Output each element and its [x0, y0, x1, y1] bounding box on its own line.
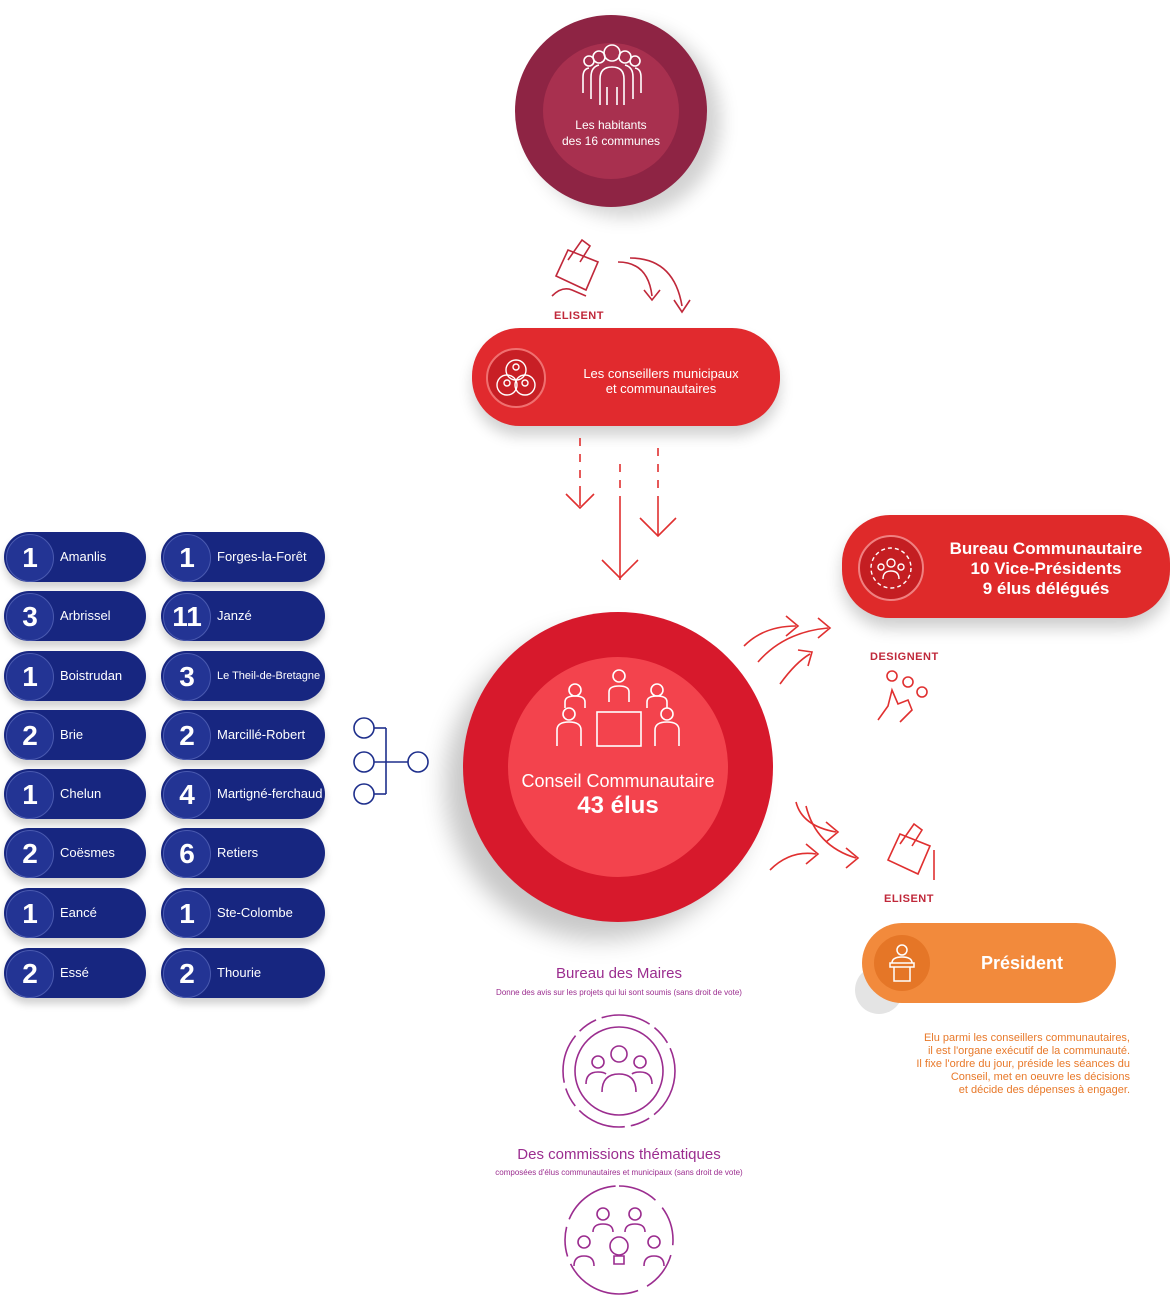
commune-pill: 2 Marcillé-Robert — [161, 710, 325, 760]
commissions-subtitle: composées d'élus communautaires et munic… — [495, 1168, 743, 1177]
commune-name: Brie — [60, 727, 84, 742]
commissions-title: Des commissions thématiques — [517, 1146, 721, 1163]
commune-pill: 1 Forges-la-Forêt — [161, 532, 325, 582]
commune-name: Janzé — [217, 608, 252, 623]
dashed-arrows-down-icon — [565, 438, 677, 580]
president-label: Président — [980, 953, 1064, 973]
commune-name: Thourie — [217, 965, 262, 980]
commune-pill: 1 Ste-Colombe — [161, 888, 325, 938]
bureau-communautaire-pill: Bureau Communautaire 10 Vice-Présidents … — [842, 515, 1170, 618]
commune-seat-count: 2 — [163, 712, 211, 760]
commune-seat-count: 2 — [6, 712, 54, 760]
commune-name: Boistrudan — [60, 668, 123, 683]
commune-name: Amanlis — [60, 549, 107, 564]
commune-seat-count: 1 — [163, 534, 211, 582]
conseillers-badge — [486, 348, 546, 408]
hierarchy-connector-icon — [353, 717, 429, 805]
curved-arrows-right-icon — [743, 615, 832, 685]
group-circle-icon — [562, 1014, 676, 1128]
bureau-maires-title: Bureau des Maires — [556, 965, 682, 982]
commune-seat-count: 6 — [163, 830, 211, 878]
commune-name: Le Theil-de-Bretagne — [217, 670, 321, 682]
commune-seat-count: 3 — [6, 593, 54, 641]
habitants-circle: Les habitants des 16 communes — [515, 15, 707, 207]
commune-seat-count: 2 — [6, 830, 54, 878]
president-badge — [874, 935, 930, 991]
commune-pill: 2 Thourie — [161, 948, 325, 998]
commune-seat-count: 1 — [6, 534, 54, 582]
pointing-hand-group-icon — [877, 670, 928, 723]
commune-pill: 4 Martigné-ferchaud — [161, 769, 325, 819]
team-circle-icon — [870, 547, 912, 589]
meeting-table-icon — [556, 669, 680, 747]
commune-seat-count: 11 — [163, 593, 211, 641]
commune-seat-count: 1 — [163, 890, 211, 938]
designent-caption: DESIGNENT — [870, 651, 939, 663]
bureau-label: Bureau Communautaire 10 Vice-Présidents … — [949, 539, 1143, 598]
commune-name: Arbrissel — [60, 608, 111, 623]
conseillers-pill: Les conseillers municipaux et communauta… — [472, 328, 780, 426]
habitants-inner — [543, 43, 679, 179]
commune-pill: 1 Eancé — [4, 888, 146, 938]
conseil-count: 43 élus — [577, 792, 659, 819]
commune-seat-count: 1 — [6, 890, 54, 938]
commune-name: Ste-Colombe — [217, 905, 293, 920]
commune-pill: 11 Janzé — [161, 591, 325, 641]
commune-pill: 1 Amanlis — [4, 532, 146, 582]
conseil-inner — [508, 657, 728, 877]
commune-name: Essé — [60, 965, 89, 980]
curved-arrows-down-right-icon — [769, 801, 860, 871]
commune-seat-count: 4 — [163, 771, 211, 819]
commune-seat-count: 2 — [6, 950, 54, 998]
commune-name: Marcillé-Robert — [217, 727, 306, 742]
commune-pill: 2 Brie — [4, 710, 146, 760]
conseil-title: Conseil Communautaire — [521, 771, 715, 791]
commune-seat-count: 1 — [6, 771, 54, 819]
three-people-circles-icon — [496, 359, 536, 396]
ballot-vote-icon — [551, 238, 600, 297]
podium-speaker-icon — [889, 944, 915, 982]
conseil-circle: Conseil Communautaire 43 élus — [463, 612, 773, 922]
commune-name: Forges-la-Forêt — [217, 549, 307, 564]
president-pill: Président — [862, 923, 1116, 1003]
ballot-vote-icon-2 — [886, 822, 935, 880]
bureau-badge — [858, 535, 924, 601]
commune-seat-count: 1 — [6, 653, 54, 701]
commune-seat-count: 2 — [163, 950, 211, 998]
commune-name: Eancé — [60, 905, 97, 920]
commune-pill: 3 Le Theil-de-Bretagne — [161, 651, 325, 701]
commune-pill: 2 Coësmes — [4, 828, 146, 878]
elisent-caption-bottom: ELISENT — [884, 893, 934, 905]
conseillers-label: Les conseillers municipaux et communauta… — [583, 366, 739, 396]
commune-name: Coësmes — [60, 845, 115, 860]
bureau-maires-subtitle: Donne des avis sur les projets qui lui s… — [496, 988, 742, 997]
people-group-icon — [582, 44, 642, 105]
commune-pill: 1 Boistrudan — [4, 651, 146, 701]
commune-name: Martigné-ferchaud — [217, 786, 323, 801]
commune-pill: 6 Retiers — [161, 828, 325, 878]
habitants-label: Les habitants des 16 communes — [561, 118, 661, 148]
commune-pill: 2 Essé — [4, 948, 146, 998]
commune-name: Retiers — [217, 845, 259, 860]
president-description: Elu parmi les conseillers communautaires… — [916, 1032, 1130, 1096]
elisent-caption-top: ELISENT — [554, 310, 604, 322]
commune-seat-count: 3 — [163, 653, 211, 701]
commune-pill: 3 Arbrissel — [4, 591, 146, 641]
team-ideas-lightbulb-icon — [564, 1185, 674, 1295]
commune-pill: 1 Chelun — [4, 769, 146, 819]
curved-arrows-down-icon — [617, 257, 691, 314]
commune-name: Chelun — [60, 786, 102, 801]
